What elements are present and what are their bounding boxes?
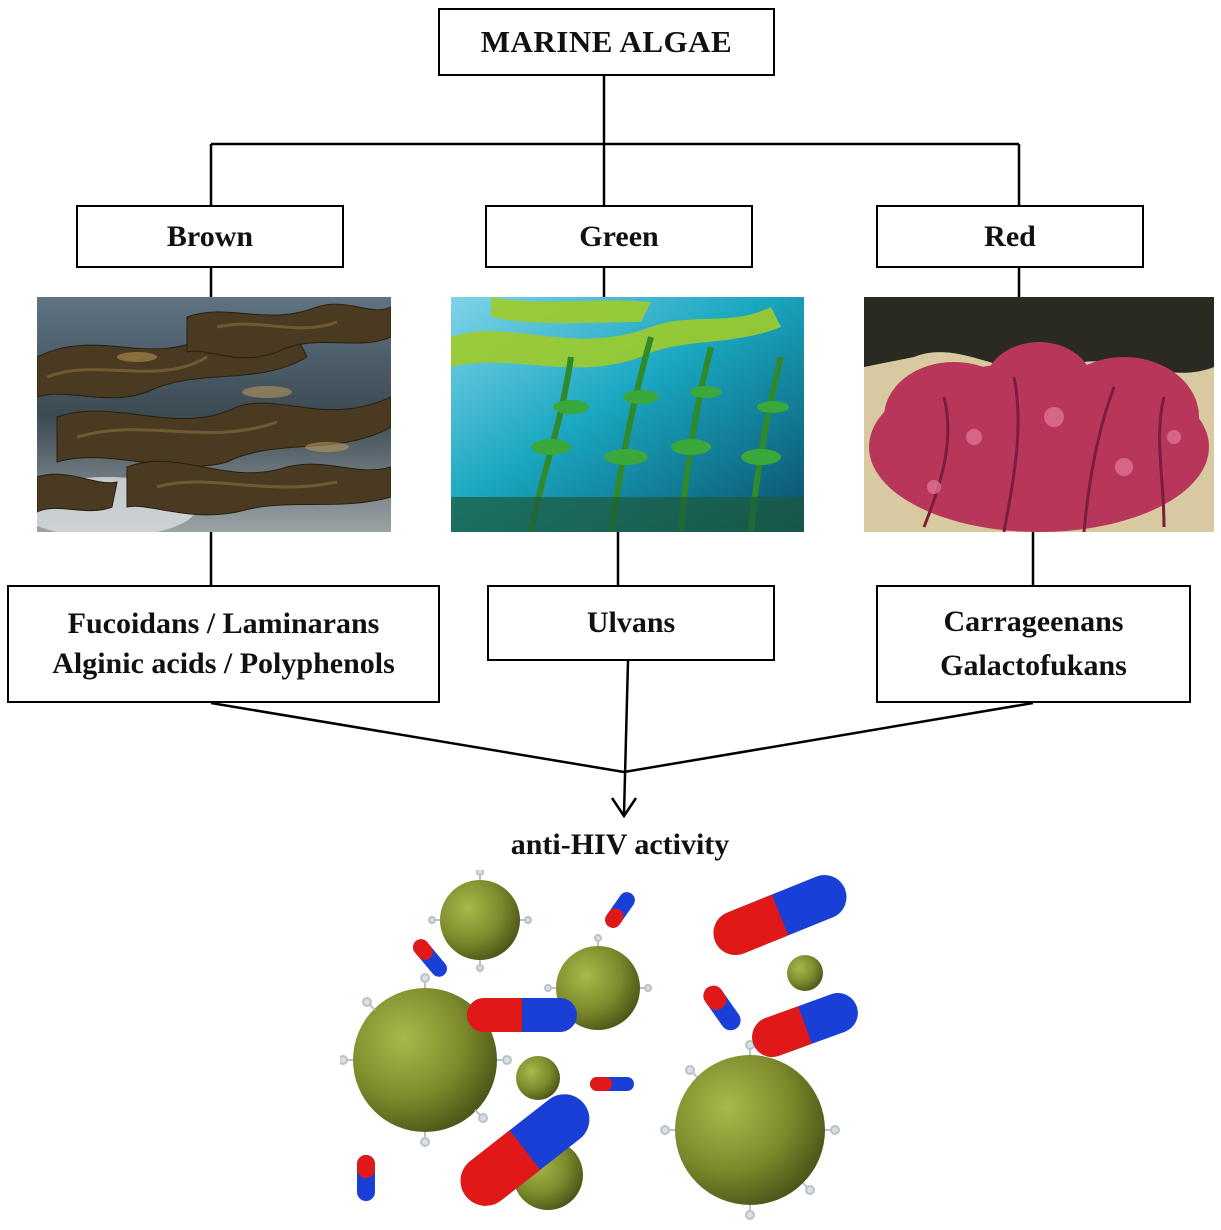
brown-label: Brown [166, 219, 254, 253]
root-label: MARINE ALGAE [480, 24, 733, 59]
brown-products-node: Fucoidans / Laminarans Alginic acids / P… [7, 585, 440, 703]
brown-product-1: Fucoidans / Laminarans [67, 607, 380, 640]
red-products-node: Carrageenans Galactofukans [876, 585, 1191, 703]
outcome-label: anti-HIV activity [510, 828, 730, 861]
drug-capsules [357, 875, 858, 1206]
red-seaweed-photo [864, 297, 1214, 532]
virus-particles [353, 880, 825, 1210]
brown-node: Brown [76, 205, 344, 268]
virus-particles-and-capsules-illustration [340, 870, 858, 1220]
brown-product-2: Alginic acids / Polyphenols [52, 647, 395, 680]
brown-kelp-on-shore-photo [37, 297, 391, 532]
red-product-2: Galactofukans [940, 649, 1127, 682]
green-product-1: Ulvans [586, 606, 676, 639]
green-label: Green [579, 219, 659, 253]
green-node: Green [485, 205, 753, 268]
red-product-1: Carrageenans [943, 605, 1124, 638]
red-node: Red [876, 205, 1144, 268]
virus-spikes [340, 870, 840, 1220]
root-node: MARINE ALGAE [438, 8, 775, 76]
red-label: Red [984, 219, 1036, 253]
green-products-node: Ulvans [487, 585, 775, 661]
green-kelp-forest-photo [451, 297, 804, 532]
